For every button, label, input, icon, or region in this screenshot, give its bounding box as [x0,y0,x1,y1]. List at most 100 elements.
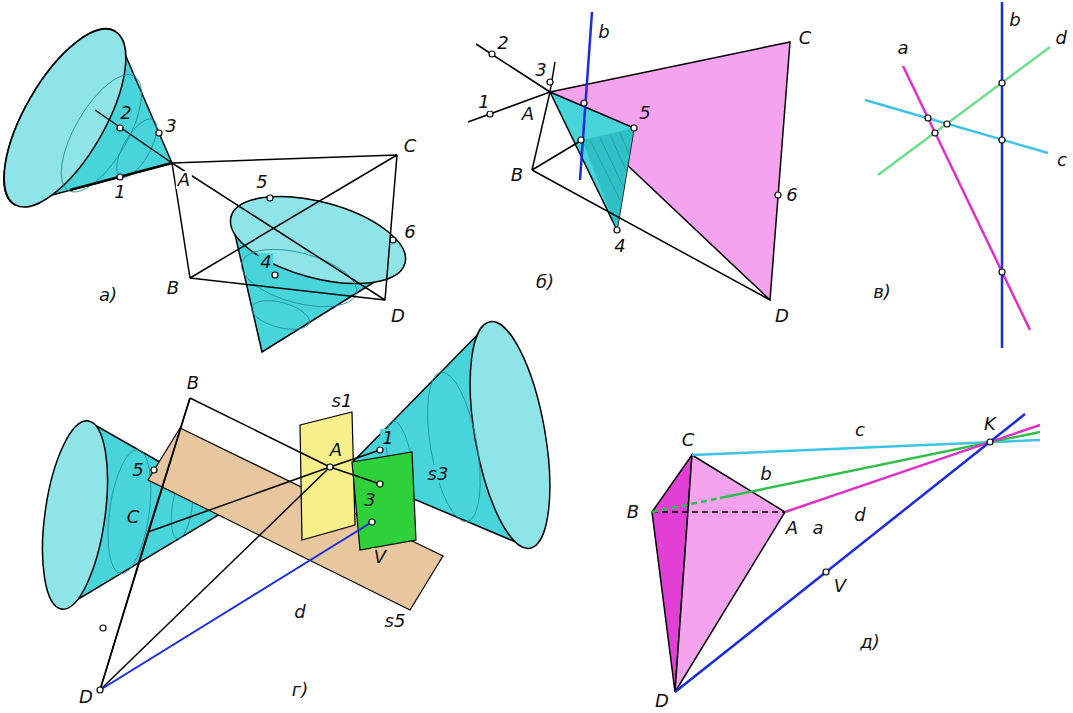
line-b [580,12,592,180]
edge [148,467,330,532]
line-c [865,100,1048,153]
plane-s5 [148,428,443,610]
line-b [1001,2,1004,348]
point-label: 1 [380,429,395,447]
point-label: 5 [637,104,652,122]
hatch [610,135,627,172]
line-d [675,414,1025,692]
panel-label: б) [534,273,556,291]
point-label: D [389,307,407,325]
point-label: A [520,105,536,123]
cone-base [32,417,118,614]
point [944,121,950,127]
line-d [100,522,372,690]
panel-label: г) [290,681,310,699]
tetrahedron-edges [95,110,397,300]
line [330,467,380,484]
point [267,195,273,201]
point-label: A [784,519,800,537]
cone-grid [101,447,158,577]
edge [532,140,582,170]
edge [172,155,397,163]
edge [190,398,330,467]
plane-triangle [550,92,634,230]
hatching [590,133,630,200]
points [97,51,1005,693]
point-label: 3 [533,61,548,79]
point [578,137,584,143]
edge [100,398,190,690]
point-label: K [982,415,998,433]
point [999,137,1005,143]
point [925,115,931,121]
line-label: d [852,506,867,524]
panel-label: а) [97,286,119,304]
point [614,227,620,233]
cone-grid [418,368,490,526]
edge [172,163,385,300]
point-label: B [185,374,201,392]
line-a [903,66,1030,330]
plane-s1 [300,412,355,540]
point-label: 1 [476,93,491,111]
hatch [620,133,630,156]
plane-label: s3 [426,465,451,483]
point [369,519,375,525]
line-d [878,47,1050,175]
line [476,44,550,92]
point-label: B [509,166,525,184]
point [631,125,637,131]
cone-grid [249,295,313,335]
point [117,125,123,131]
point-label: C [125,508,142,526]
hatch [600,138,623,186]
face [675,455,785,692]
cone-base [0,11,150,224]
line-label: d [1054,29,1069,47]
point [100,625,106,631]
panel-label: д) [858,633,881,651]
point [547,79,553,85]
point-label: C [680,431,697,449]
hidden-edge [652,511,785,512]
line-label: b [758,465,773,483]
point-label: B [165,279,181,297]
edge [190,155,397,278]
edge [385,155,397,300]
point-label: D [653,692,671,710]
plane-s3 [352,452,416,550]
plane-label: s1 [330,392,355,410]
point [987,439,993,445]
line-label: b [596,23,611,41]
plane-label: s5 [383,612,408,630]
point [377,481,383,487]
edge [190,278,385,300]
point-label: 2 [118,104,133,122]
point-label: 1 [112,183,127,201]
point [156,130,162,136]
point-label: C [797,29,814,47]
point [932,130,938,136]
point-label: 6 [402,223,417,241]
point [823,569,829,575]
point-label: A [328,441,344,459]
line-b-hidden [652,498,720,512]
point [390,237,396,243]
point [999,80,1005,86]
point [775,192,781,198]
point-label: 3 [163,117,178,135]
point-label: V [832,577,848,595]
point-label: 5 [254,173,269,191]
point-label: A [176,171,192,189]
point-label: 3 [362,491,377,509]
line-label: a [810,519,825,537]
line-label: d [292,603,307,621]
line-label: c [1055,151,1069,169]
cone-grid [235,238,363,317]
edge [532,92,550,170]
point-label: C [402,137,419,155]
point [489,51,495,57]
line-b [720,432,1040,498]
